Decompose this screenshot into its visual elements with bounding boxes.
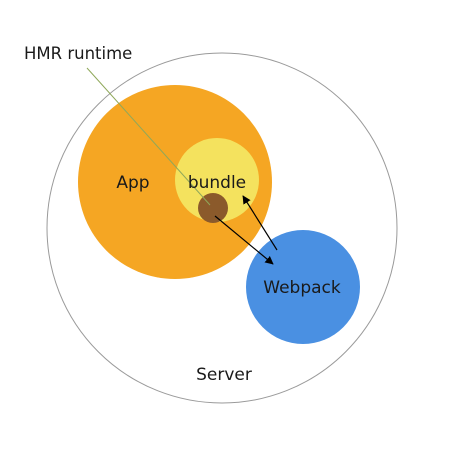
app-circle <box>78 85 272 279</box>
hmr-runtime-circle <box>198 193 228 223</box>
webpack-to-bundle-arrow <box>242 195 278 251</box>
hmr-runtime-label: HMR runtime <box>24 44 132 63</box>
bundle-circle <box>175 138 259 222</box>
hmr-runtime-pointer-line <box>86 67 211 206</box>
webpack-label: Webpack <box>263 278 341 298</box>
server-circle <box>46 52 398 404</box>
server-label: Server <box>196 365 252 385</box>
runtime-to-webpack-arrow <box>214 215 274 265</box>
bundle-label: bundle <box>188 173 246 193</box>
webpack-circle <box>246 230 360 344</box>
app-label: App <box>116 173 149 193</box>
